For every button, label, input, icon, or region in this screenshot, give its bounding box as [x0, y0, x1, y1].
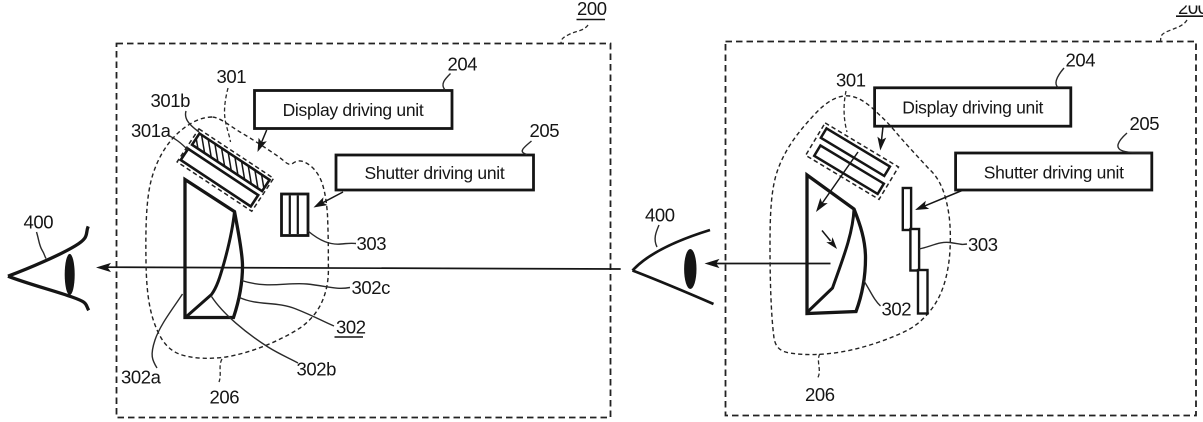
svg-text:204: 204	[448, 54, 478, 75]
svg-text:302a: 302a	[121, 367, 162, 388]
svg-text:301b: 301b	[151, 90, 191, 111]
svg-text:303: 303	[357, 233, 387, 254]
svg-text:302: 302	[336, 317, 366, 338]
svg-text:206: 206	[805, 384, 835, 405]
svg-text:Shutter driving unit: Shutter driving unit	[365, 163, 505, 183]
svg-text:302c: 302c	[352, 277, 391, 298]
svg-text:206: 206	[210, 387, 240, 408]
svg-text:302: 302	[882, 299, 912, 320]
svg-text:Shutter driving unit: Shutter driving unit	[984, 163, 1124, 183]
svg-text:400: 400	[645, 205, 675, 226]
svg-text:303: 303	[968, 234, 998, 255]
svg-text:302b: 302b	[297, 359, 337, 380]
svg-text:301: 301	[217, 66, 247, 87]
svg-text:Display driving unit: Display driving unit	[283, 100, 424, 120]
svg-text:301a: 301a	[131, 120, 172, 141]
svg-text:400: 400	[24, 212, 54, 233]
svg-text:200: 200	[577, 0, 607, 19]
svg-text:205: 205	[530, 120, 560, 141]
svg-text:301: 301	[836, 70, 866, 91]
svg-text:Display driving unit: Display driving unit	[902, 98, 1043, 118]
svg-text:204: 204	[1066, 50, 1096, 71]
svg-text:205: 205	[1130, 113, 1160, 134]
